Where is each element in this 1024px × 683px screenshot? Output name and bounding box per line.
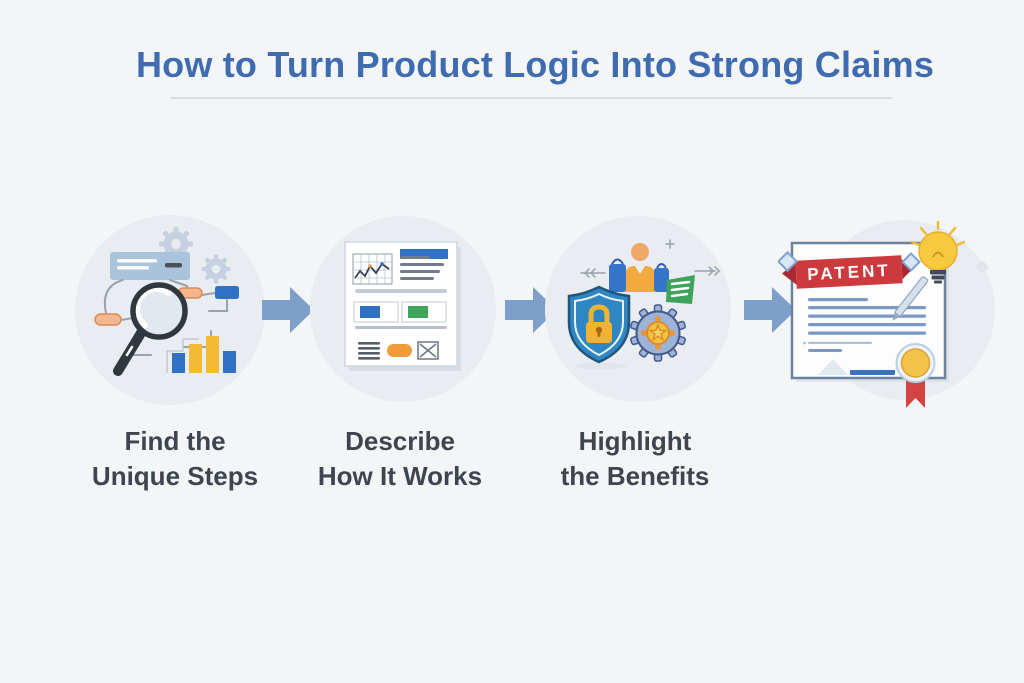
step-3-label-line2: the Benefits: [560, 461, 710, 491]
title-divider: [170, 97, 892, 99]
patent-certificate-icon: PATENT: [776, 220, 995, 408]
step-2-label: Describe How It Works: [300, 424, 500, 494]
patent-result-group: PATENT: [776, 212, 1010, 427]
step-1-label-line2: Unique Steps: [91, 461, 259, 491]
arrow-right-icon: [505, 287, 557, 333]
spec-document-icon: [344, 241, 461, 371]
step-3-label-line1: Highlight: [578, 426, 692, 456]
step-2-label-line1: Describe: [345, 426, 455, 456]
step-2-circle: [310, 216, 496, 402]
magnifier-analysis-icon: [94, 227, 239, 376]
step-2-label-line2: How It Works: [317, 461, 483, 491]
arrow-right-icon: [744, 287, 796, 333]
shield-gear-benefits-icon: [567, 239, 721, 370]
step-1-circle: [75, 215, 265, 405]
page-title: How to Turn Product Logic Into Strong Cl…: [135, 44, 935, 85]
arrow-right-icon: [262, 287, 314, 333]
step-1-label: Find the Unique Steps: [75, 424, 275, 494]
step-1-label-line1: Find the: [124, 426, 226, 456]
step-3-label: Highlight the Benefits: [535, 424, 735, 494]
patent-banner-text: PATENT: [807, 261, 891, 284]
step-3-circle: [545, 216, 731, 402]
